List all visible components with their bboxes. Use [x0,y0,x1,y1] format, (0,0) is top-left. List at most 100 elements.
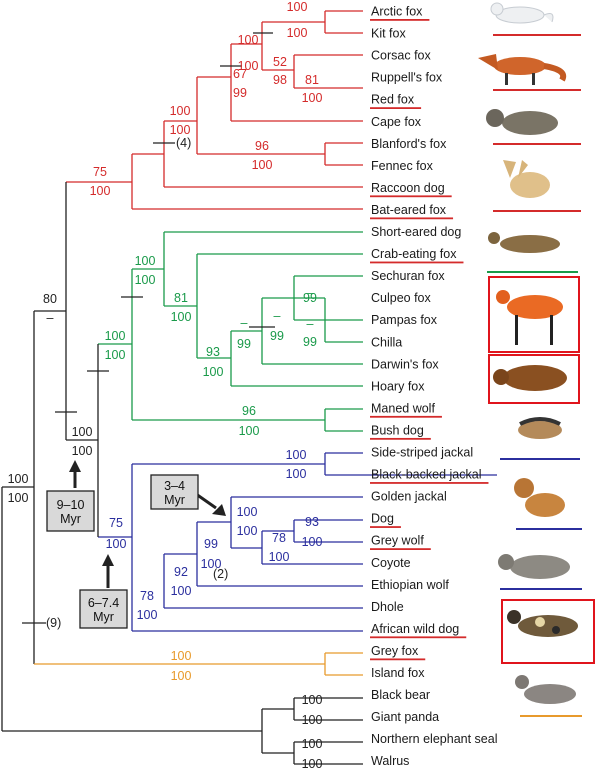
taxon-label: Dhole [371,600,404,614]
calibration-box-frame [150,474,199,510]
posterior-value: 100 [302,91,323,105]
support-sech: –99 [303,286,317,305]
bootstrap-value: – [241,316,248,330]
red-clade [66,10,363,210]
bootstrap-value: 100 [105,329,126,343]
posterior-value: 100 [135,273,156,287]
taxon-label: Island fox [371,666,425,680]
taxon-label: Arctic fox [371,5,423,19]
arctic-fox-picture [490,2,581,36]
posterior-value: 100 [239,424,260,438]
taxon-label: Corsac fox [371,49,431,63]
taxon-label: Short-eared dog [371,225,461,239]
taxon-underline [370,195,452,198]
taxon-label: Golden jackal [371,490,447,504]
taxon-label: Grey fox [371,644,419,658]
taxon-label: Blanford's fox [371,137,447,151]
posterior-value: 100 [8,491,29,505]
red-fox-picture [478,54,581,91]
taxon-label: Fennec fox [371,159,434,173]
taxon-underline [370,548,431,550]
posterior-value: 100 [302,713,323,727]
node-ticks [22,32,275,624]
taxon-underline [370,482,489,484]
taxon-underline [370,261,464,264]
posterior-value: 100 [72,444,93,458]
taxon-label: Northern elephant seal [371,732,497,746]
grey-wolf-picture [498,554,582,590]
posterior-value: 100 [237,524,258,538]
posterior-value: 100 [252,158,273,172]
taxon-label: Ruppell's fox [371,71,443,85]
bootstrap-value: 80 [43,292,57,306]
node-count-mark: (2) [213,567,228,581]
bootstrap-value: 100 [287,0,308,14]
bootstrap-value: 78 [272,531,286,545]
posterior-value: 100 [170,123,191,137]
bootstrap-value: 100 [238,33,259,47]
taxon-underline [370,526,401,528]
posterior-value: 98 [273,73,287,87]
bootstrap-value: 81 [174,291,188,305]
taxon-label: Bush dog [371,423,424,437]
posterior-value: 100 [171,310,192,324]
taxon-label: Red fox [371,93,415,107]
posterior-value: 100 [105,348,126,362]
bootstrap-value: – [307,286,314,300]
calibration-age: 3–4 [164,479,185,493]
bootstrap-value: 52 [273,55,287,69]
taxon-underline [370,437,431,440]
taxon-label: Raccoon dog [371,181,445,195]
posterior-value: 100 [171,584,192,598]
taxon-label: Maned wolf [371,401,435,415]
taxon-label: Grey wolf [371,534,424,548]
taxon-label: Sechuran fox [371,269,445,283]
bootstrap-value: – [274,309,281,323]
posterior-value: 100 [302,535,323,549]
calibration-unit: Myr [60,512,81,526]
calibration-unit: Myr [93,610,114,624]
grey-fox-clade [34,652,363,676]
taxon-label: Kit fox [371,27,406,41]
bootstrap-value: 100 [237,505,258,519]
taxon-label: African wild dog [371,622,459,636]
support-lyc2: –99 [237,316,251,351]
bootstrap-value: 100 [286,448,307,462]
posterior-value: 100 [137,608,158,622]
taxon-label: Giant panda [371,710,439,724]
posterior-value: 99 [303,291,317,305]
taxon-underline [370,107,422,109]
bootstrap-value: – [307,317,314,331]
raccoon-dog-picture [486,109,581,145]
posterior-value: 100 [302,757,323,769]
calibration-age: 6–7.4 [88,596,119,610]
posterior-value: 100 [203,365,224,379]
posterior-value: 100 [90,184,111,198]
support-pamp: –99 [303,317,317,349]
taxon-label: Dog [371,512,394,526]
bootstrap-value: 92 [174,565,188,579]
taxon-underline [370,19,430,21]
bootstrap-value: 100 [171,649,192,663]
bootstrap-value: 67 [233,67,247,81]
posterior-value: – [47,311,54,325]
calibration-age: 9–10 [57,498,85,512]
